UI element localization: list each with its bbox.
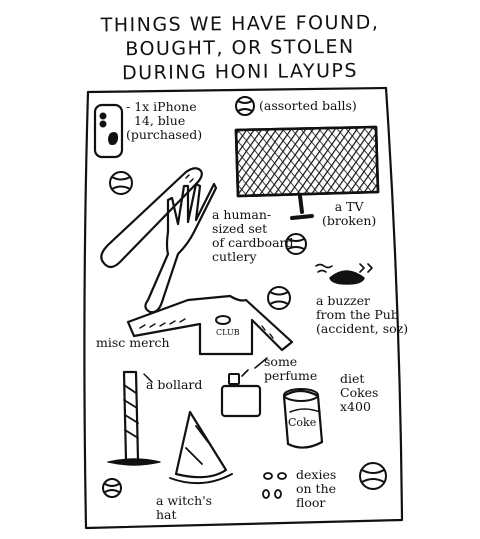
tv-label: a TV (broken) <box>322 199 377 228</box>
buzzer-label: a buzzer from the Pub (accident, soz) <box>316 293 409 336</box>
bollard-label: a bollard <box>146 377 203 392</box>
perfume-label: some perfume <box>264 354 318 383</box>
paper-sheet-outline <box>83 86 404 530</box>
tv-icon <box>234 125 380 220</box>
ball-icon <box>109 171 133 195</box>
dexies-label: dexies on the floor <box>296 467 337 510</box>
witch-hat-label: a witch's hat <box>156 493 213 522</box>
fork-icon <box>144 182 218 314</box>
cutlery-label: a human- sized set of cardboard cutlery <box>212 207 294 264</box>
coke-can-print: Coke <box>288 416 317 429</box>
merch-label: misc merch <box>96 335 170 350</box>
ball-icon <box>235 96 255 116</box>
witch-hat-icon <box>169 410 233 485</box>
buzzer-icon <box>315 263 373 285</box>
bollard-icon <box>107 370 161 466</box>
shirt-icon <box>126 294 294 356</box>
ball-icon <box>359 462 387 490</box>
ball-icon <box>285 233 307 255</box>
knife-icon <box>100 167 203 269</box>
balls-label: (assorted balls) <box>259 98 357 113</box>
iphone-icon <box>93 103 124 159</box>
perfume-icon <box>220 357 268 418</box>
ball-icon <box>102 478 122 498</box>
coke-can-icon <box>282 388 324 449</box>
dexies-icon <box>262 472 287 499</box>
iphone-label: - 1x iPhone 14, blue (purchased) <box>126 99 203 142</box>
merch-print: CLUB <box>216 328 240 337</box>
ball-icon <box>267 286 291 310</box>
cokes-label: diet Cokes x400 <box>340 371 379 414</box>
